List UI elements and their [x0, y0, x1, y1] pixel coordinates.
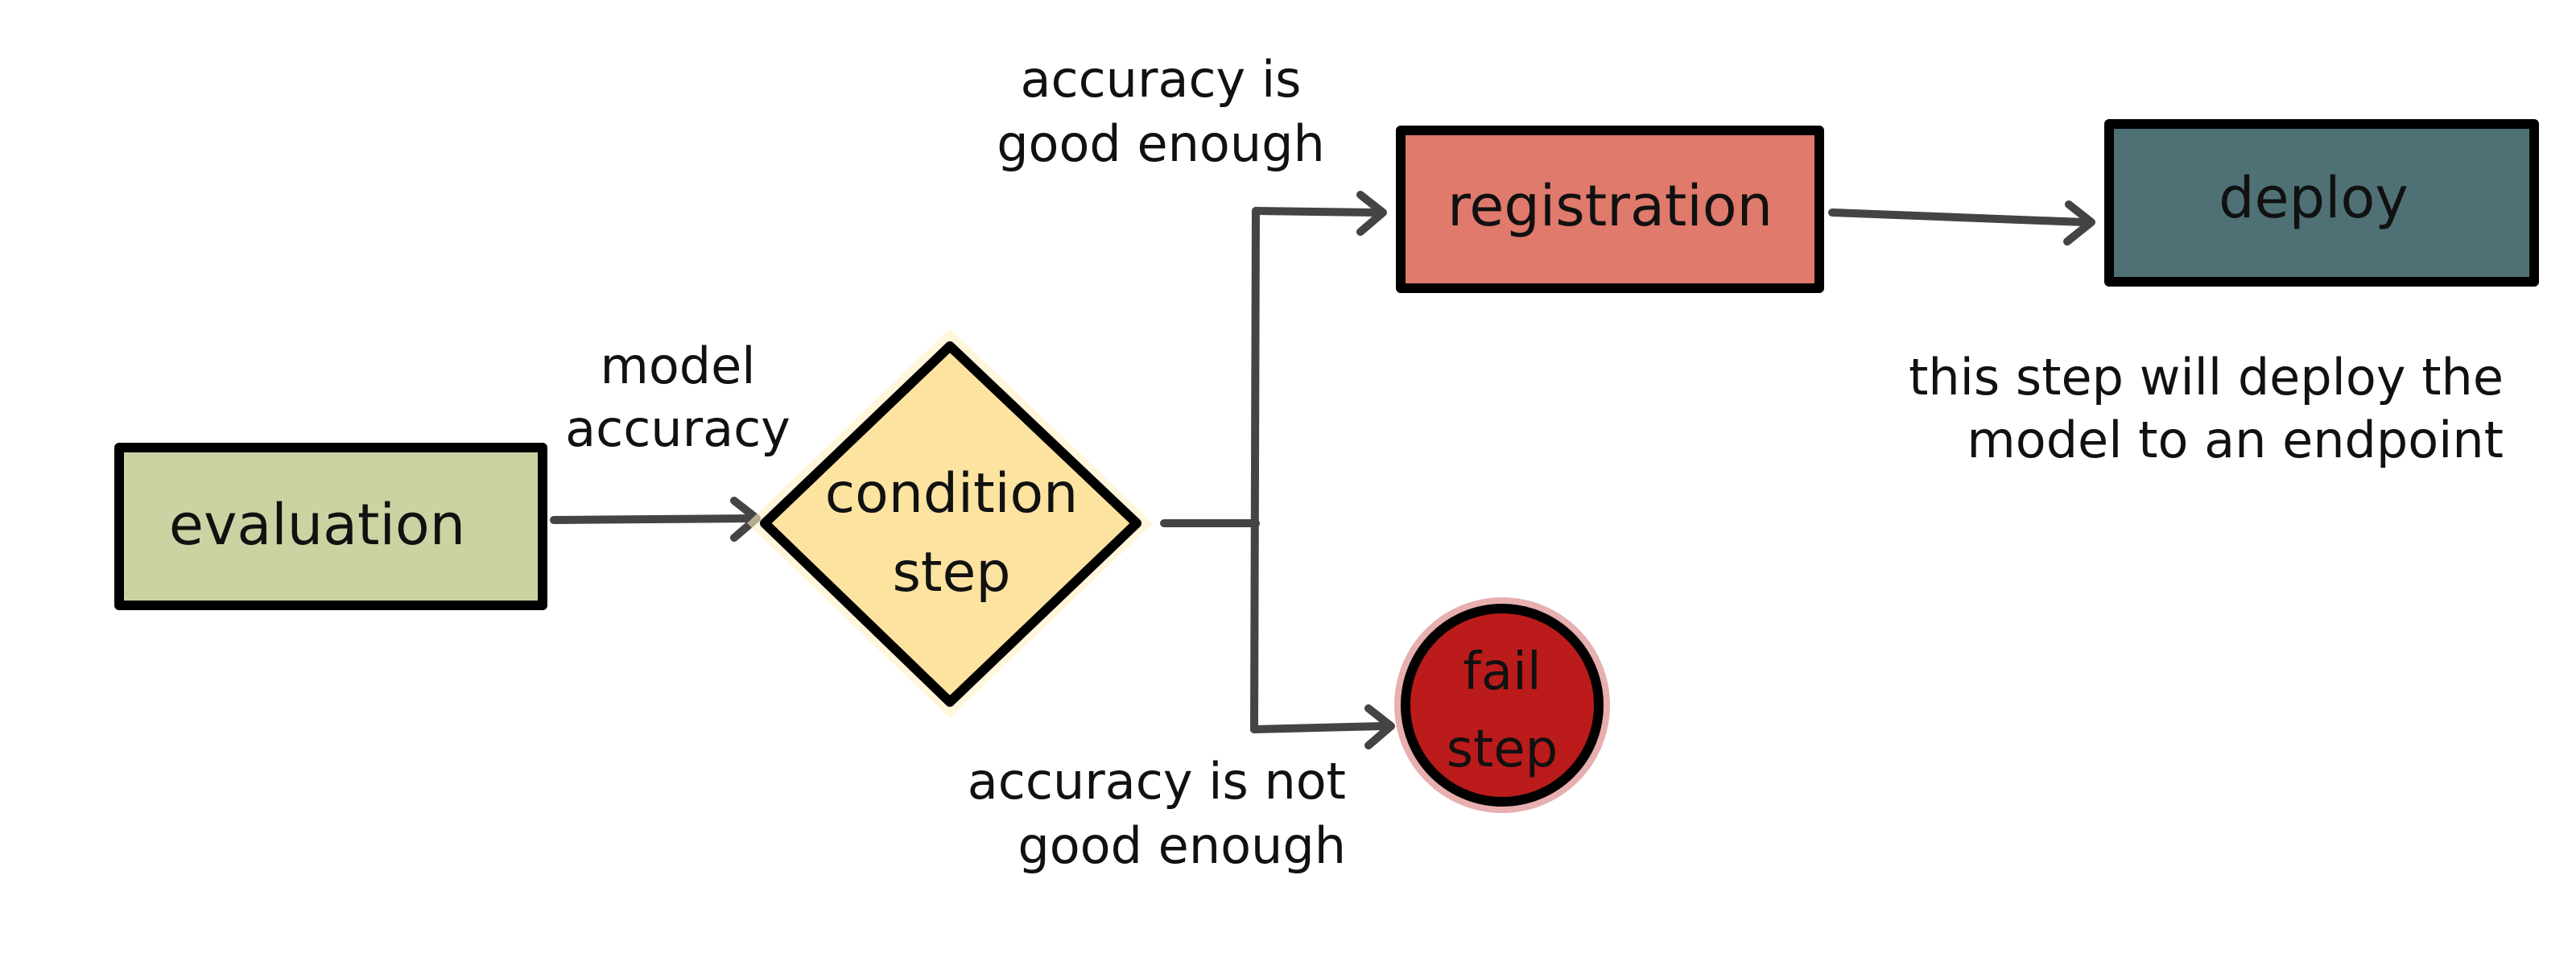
arrowhead-deploy — [2063, 200, 2095, 246]
registration-box — [1396, 126, 1824, 293]
good-enough-line2: good enough — [997, 114, 1325, 173]
model-accuracy-line1: model — [600, 336, 755, 395]
edge-label-not-good-enough: accuracy is not good enough — [968, 752, 1346, 875]
condition-label-line2: step — [892, 541, 1010, 605]
node-registration[interactable]: registration — [1396, 126, 1824, 293]
node-condition-step[interactable]: condition step — [747, 328, 1153, 718]
deploy-note-line2: model to an endpoint — [1967, 411, 2504, 469]
condition-label-line1: condition — [825, 462, 1078, 526]
edge-evaluation-to-condition — [550, 514, 753, 524]
deploy-note-line1: this step will deploy the — [1909, 348, 2504, 407]
edge-branch-to-registration — [1252, 207, 1379, 217]
deploy-note: this step will deploy the model to an en… — [1909, 348, 2504, 469]
edge-label-good-enough: accuracy is good enough — [997, 50, 1325, 173]
model-accuracy-line2: accuracy — [565, 399, 791, 458]
edge-label-model-accuracy: model accuracy — [565, 336, 791, 458]
arrowhead-registration — [1356, 191, 1387, 236]
node-deploy[interactable]: deploy — [2104, 119, 2539, 287]
node-fail-step[interactable]: fail step — [1394, 597, 1610, 813]
evaluation-label: evaluation — [169, 492, 465, 558]
fail-label-line2: step — [1447, 720, 1558, 779]
edges — [550, 191, 2095, 749]
node-evaluation[interactable]: evaluation — [114, 443, 547, 610]
deploy-label: deploy — [2219, 165, 2409, 231]
good-enough-line1: accuracy is — [1021, 50, 1302, 109]
fail-circle — [1401, 604, 1604, 807]
edge-branch-to-fail — [1250, 722, 1387, 733]
edge-registration-to-deploy — [1828, 208, 2087, 226]
not-good-enough-line2: good enough — [1018, 816, 1346, 875]
registration-label: registration — [1447, 173, 1773, 239]
deploy-box — [2104, 119, 2539, 287]
not-good-enough-line1: accuracy is not — [968, 752, 1346, 811]
fail-label-line1: fail — [1463, 642, 1541, 702]
edge-branch-trunk — [1250, 207, 1260, 733]
evaluation-box — [114, 443, 547, 610]
arrowhead-fail — [1364, 704, 1395, 749]
condition-diamond — [760, 341, 1141, 707]
